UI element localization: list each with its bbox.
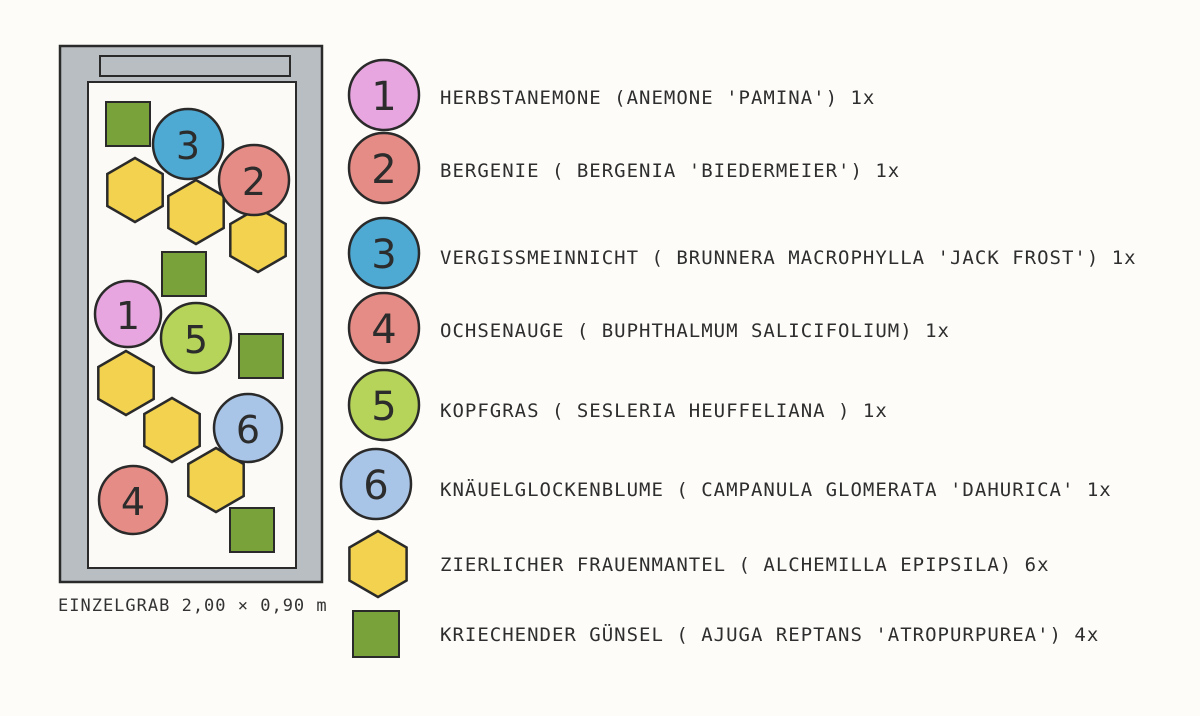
legend-label-6: KNÄUELGLOCKENBLUME ( CAMPANULA GLOMERATA… <box>440 479 1112 501</box>
plant-square <box>229 507 275 553</box>
plant-circle-6: 6 <box>212 392 284 464</box>
plant-circle-2: 2 <box>217 143 291 217</box>
plant-circle-5: 5 <box>159 301 233 375</box>
plant-circle-1-number: 1 <box>116 294 140 338</box>
plant-hexagon <box>187 446 245 514</box>
legend-symbol-3: 3 <box>347 216 421 290</box>
legend-symbol-5-number: 5 <box>371 384 396 430</box>
legend-symbol-2: 2 <box>347 131 421 205</box>
legend-label-4: OCHSENAUGE ( BUPHTHALMUM SALICIFOLIUM) 1… <box>440 320 950 342</box>
plant-hexagon <box>97 349 155 417</box>
legend-symbol-6: 6 <box>339 447 413 521</box>
legend-symbol-4-number: 4 <box>371 307 396 353</box>
legend-label-5: KOPFGRAS ( SESLERIA HEUFFELIANA ) 1x <box>440 400 888 422</box>
legend-label-3: VERGISSMEINNICHT ( BRUNNERA MACROPHYLLA … <box>440 247 1137 269</box>
plant-square <box>238 333 284 379</box>
plant-circle-1: 1 <box>93 279 163 349</box>
plant-square <box>105 101 151 147</box>
plant-circle-2-number: 2 <box>242 160 266 204</box>
plant-square <box>161 251 207 297</box>
legend-symbols: 1 2 3 4 5 6 <box>339 58 421 658</box>
legend-symbol-1-number: 1 <box>371 74 396 120</box>
legend-symbol-4: 4 <box>347 291 421 365</box>
legend-symbol-5: 5 <box>347 368 421 442</box>
legend-label-8: KRIECHENDER GÜNSEL ( AJUGA REPTANS 'ATRO… <box>440 624 1100 646</box>
plant-circle-3-number: 3 <box>176 124 200 168</box>
legend-label-1: HERBSTANEMONE (ANEMONE 'PAMINA') 1x <box>440 87 876 109</box>
plant-circle-5-number: 5 <box>184 318 208 362</box>
plant-hexagon <box>229 206 287 274</box>
legend-symbol-3-number: 3 <box>371 232 396 278</box>
legend-label-2: BERGENIE ( BERGENIA 'BIEDERMEIER') 1x <box>440 160 901 182</box>
legend-symbol-7 <box>348 529 408 599</box>
grave-headstone-bar <box>99 55 291 77</box>
legend-symbol-2-number: 2 <box>371 147 396 193</box>
legend-label-7: ZIERLICHER FRAUENMANTEL ( ALCHEMILLA EPI… <box>440 554 1050 576</box>
legend-symbol-6-number: 6 <box>363 463 388 509</box>
plant-circle-3: 3 <box>151 107 225 181</box>
plant-hexagon <box>143 396 201 464</box>
plant-circle-6-number: 6 <box>236 408 260 452</box>
legend-symbol-1: 1 <box>347 58 421 132</box>
plant-hexagon <box>106 156 164 224</box>
legend-symbol-8 <box>352 610 400 658</box>
plant-circle-4: 4 <box>97 464 169 536</box>
plan-caption: EINZELGRAB 2,00 × 0,90 m <box>58 596 328 616</box>
plant-circle-4-number: 4 <box>121 480 145 524</box>
